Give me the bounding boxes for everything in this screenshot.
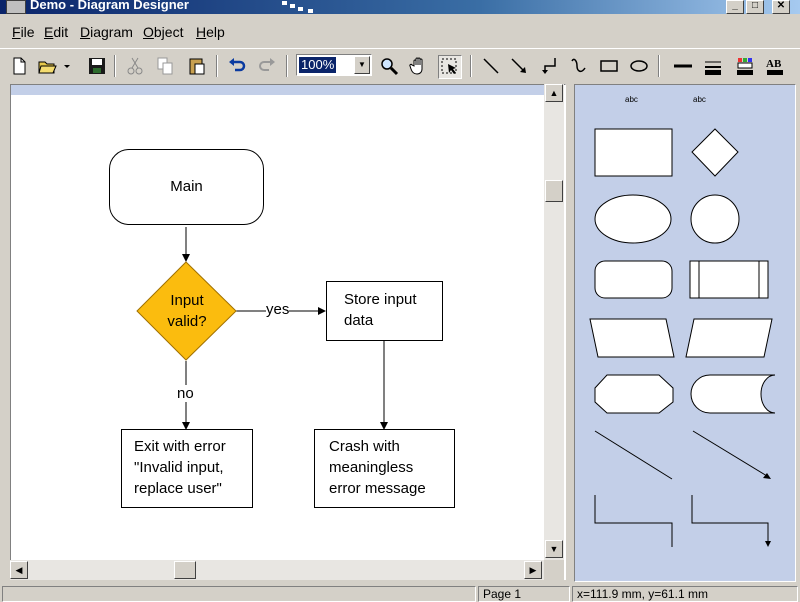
connector-bent-icon[interactable] — [538, 55, 560, 77]
menu-help[interactable]: Help — [196, 24, 225, 40]
diagram-canvas[interactable]: Main Input valid? yes no Store input dat… — [10, 84, 566, 580]
new-document-icon[interactable] — [8, 55, 30, 77]
scroll-right-button[interactable]: ▶ — [524, 561, 542, 579]
fill-color-icon[interactable] — [734, 55, 756, 77]
horizontal-scrollbar[interactable]: ◀ ▶ — [10, 560, 544, 580]
minimize-button[interactable]: _ — [726, 0, 744, 14]
palette-text-tool-1[interactable]: abc — [625, 95, 638, 104]
title-bar[interactable]: Demo - Diagram Designer _ □ ✕ — [0, 0, 800, 14]
palette-elbow-arrow-line[interactable] — [691, 495, 771, 547]
pan-hand-icon[interactable] — [408, 55, 430, 77]
open-dropdown-icon[interactable] — [62, 55, 72, 77]
decision-diamond[interactable] — [136, 261, 237, 361]
toolbar-separator — [114, 55, 116, 77]
node-main-label: Main — [170, 178, 203, 195]
redo-icon[interactable] — [256, 55, 278, 77]
select-pointer-icon[interactable] — [438, 55, 462, 79]
toolbar-separator — [286, 55, 288, 77]
palette-parallelogram-right[interactable] — [685, 318, 773, 358]
node-crash-line2: meaningless — [329, 459, 414, 476]
toolbar: AB — [0, 48, 800, 83]
connector-layer — [136, 227, 388, 430]
line-weight-icon[interactable] — [672, 55, 694, 77]
zoom-dropdown-button[interactable]: ▼ — [354, 56, 370, 74]
node-crash-line1: Crash with — [329, 438, 400, 455]
toolbar-separator — [216, 55, 218, 77]
title-decoration — [282, 1, 313, 13]
toolbar-separator — [470, 55, 472, 77]
palette-terminator[interactable] — [594, 374, 674, 414]
cut-scissors-icon[interactable] — [124, 55, 146, 77]
palette-parallelogram-left[interactable] — [589, 318, 675, 358]
palette-stored-data[interactable] — [690, 374, 776, 414]
scrollbar-corner — [544, 560, 564, 580]
scroll-down-button[interactable]: ▼ — [545, 540, 563, 558]
palette-line[interactable] — [594, 430, 673, 480]
palette-arrow-line[interactable] — [692, 430, 771, 479]
maximize-button[interactable]: □ — [746, 0, 764, 14]
decision-label-line2: valid? — [167, 313, 207, 330]
font-style-label: AB — [766, 58, 782, 70]
node-exit-line2: "Invalid input, — [134, 459, 224, 476]
scroll-left-button[interactable]: ◀ — [10, 561, 28, 579]
decision-label: Input valid? — [147, 290, 227, 332]
node-store-input[interactable]: Store input data — [326, 281, 443, 341]
undo-icon[interactable] — [226, 55, 248, 77]
edge-label-no: no — [177, 385, 194, 402]
palette-ellipse[interactable] — [594, 194, 672, 244]
zoom-magnifier-icon[interactable] — [378, 55, 400, 77]
menu-file[interactable]: File — [12, 24, 35, 40]
node-store-line2: data — [344, 312, 374, 329]
app-icon — [6, 0, 26, 14]
palette-rectangle[interactable] — [594, 128, 673, 177]
zoom-value[interactable]: 100% — [299, 57, 337, 73]
window-title: Demo - Diagram Designer — [30, 0, 189, 12]
line-style-icon[interactable] — [702, 55, 724, 77]
palette-shapes — [589, 128, 776, 547]
shape-palette: abc abc — [574, 84, 796, 582]
copy-icon[interactable] — [154, 55, 176, 77]
node-main[interactable]: Main — [109, 149, 264, 225]
edge-label-yes: yes — [266, 301, 290, 318]
paste-icon[interactable] — [186, 55, 208, 77]
node-crash-line3: error message — [329, 480, 426, 497]
palette-diamond[interactable] — [691, 128, 739, 177]
menu-object[interactable]: Object — [143, 24, 184, 40]
node-exit-line3: replace user" — [134, 480, 222, 497]
palette-text-tool-2[interactable]: abc — [693, 95, 706, 104]
font-style-icon[interactable]: AB — [764, 55, 786, 77]
save-disk-icon[interactable] — [86, 55, 108, 77]
page-margin-strip — [11, 85, 545, 95]
node-crash[interactable]: Crash with meaningless error message — [314, 429, 455, 508]
ellipse-tool-icon[interactable] — [628, 55, 650, 77]
vertical-scrollbar[interactable]: ▲ ▼ — [544, 84, 564, 560]
node-exit-line1: Exit with error — [134, 438, 226, 455]
menu-bar: File Edit Diagram Object Help — [0, 20, 800, 44]
status-bar: Page 1 x=111.9 mm, y=61.1 mm — [0, 584, 800, 602]
palette-rounded-rectangle[interactable] — [594, 260, 673, 299]
palette-elbow-line[interactable] — [594, 495, 673, 547]
node-exit-with-error[interactable]: Exit with error "Invalid input, replace … — [121, 429, 253, 508]
palette-predefined-process[interactable] — [689, 260, 769, 299]
menu-diagram[interactable]: Diagram — [80, 24, 133, 40]
open-folder-icon[interactable] — [36, 55, 58, 77]
zoom-combo[interactable]: 100% ▼ — [296, 54, 372, 76]
scroll-up-button[interactable]: ▲ — [545, 84, 563, 102]
menu-edit[interactable]: Edit — [44, 24, 69, 40]
vertical-scroll-thumb[interactable] — [545, 180, 563, 202]
decision-label-line1: Input — [170, 292, 204, 309]
palette-circle[interactable] — [690, 194, 740, 244]
arrow-line-tool-icon[interactable] — [508, 55, 530, 77]
connector-curved-icon[interactable] — [568, 55, 590, 77]
line-tool-icon[interactable] — [480, 55, 502, 77]
close-button[interactable]: ✕ — [772, 0, 790, 14]
horizontal-scroll-thumb[interactable] — [174, 561, 196, 579]
rectangle-tool-icon[interactable] — [598, 55, 620, 77]
node-store-line1: Store input — [344, 291, 417, 308]
toolbar-separator — [658, 55, 660, 77]
